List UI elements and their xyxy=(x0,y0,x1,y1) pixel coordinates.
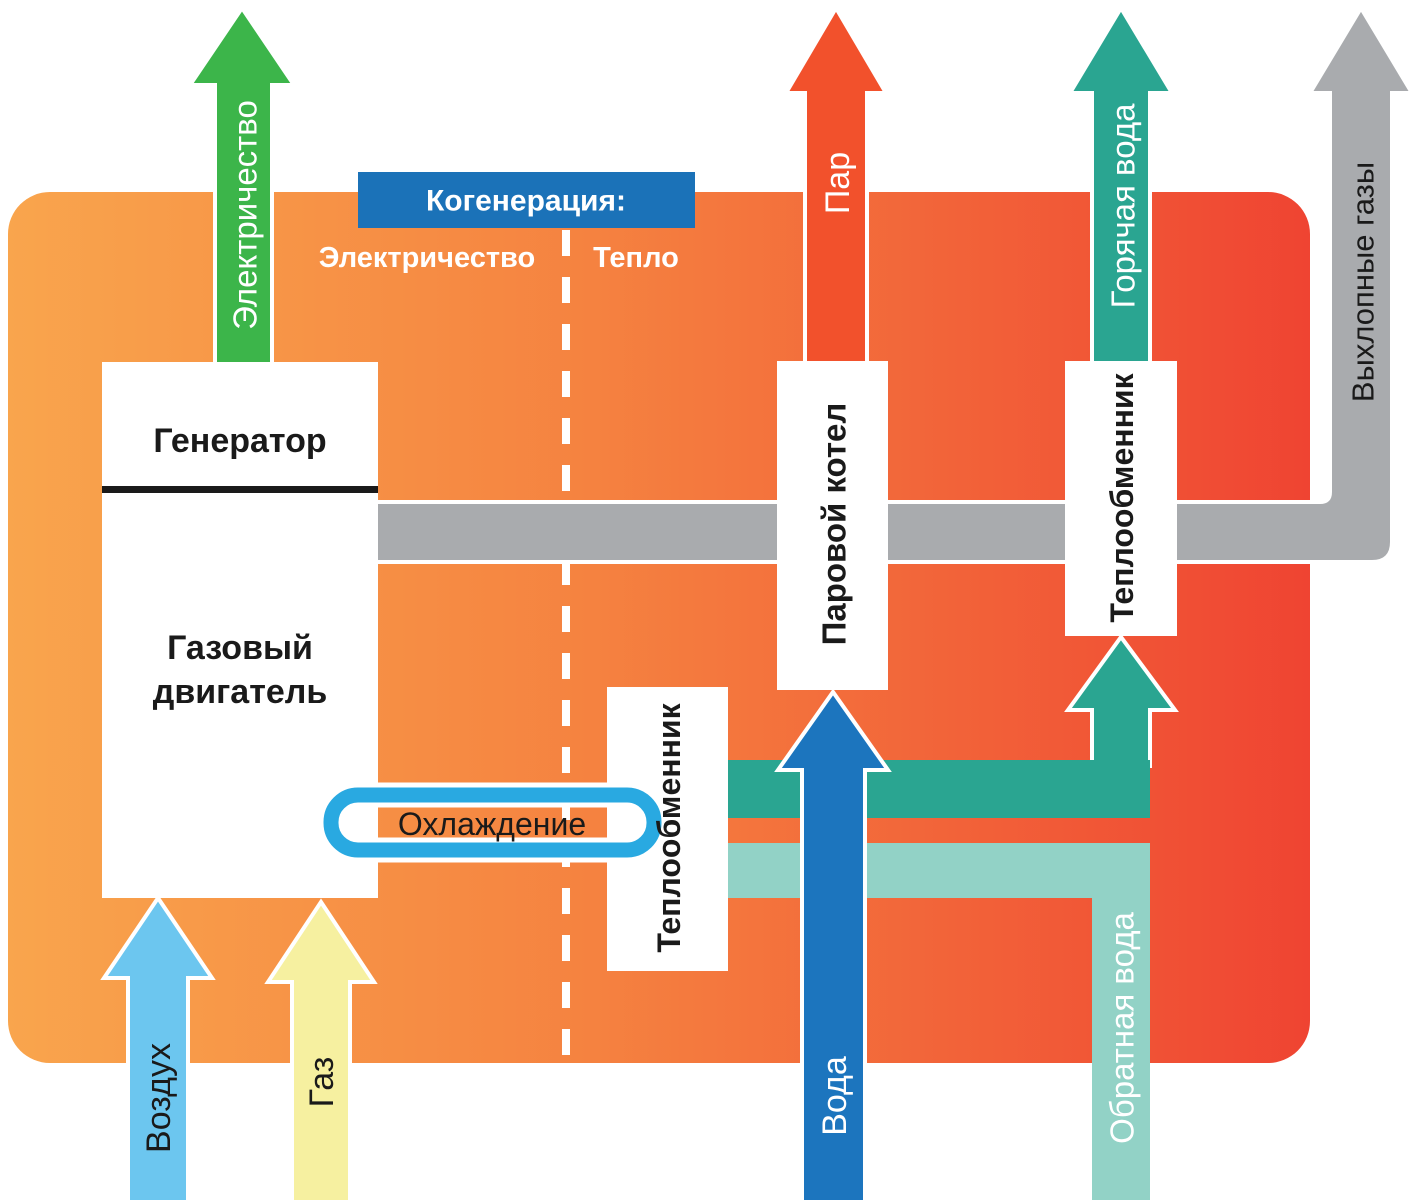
electricity-output-arrow xyxy=(186,4,298,370)
water-arrow-label: Вода xyxy=(816,1056,854,1136)
cogeneration-banner xyxy=(358,172,695,228)
exhaust-gas-flow-arrow xyxy=(366,4,1416,564)
return-water-band xyxy=(720,843,1150,1200)
steam-arrow-label: Пар xyxy=(819,152,857,214)
heat-exchanger-lower-box xyxy=(607,687,728,971)
gas-inlet-arrow xyxy=(264,898,378,1200)
cooling-pill-ring xyxy=(323,787,662,858)
air-arrow-label: Воздух xyxy=(140,1043,178,1153)
gas-engine-label-line2: двигатель xyxy=(153,673,328,711)
heat-exchanger-right-box xyxy=(1065,361,1177,636)
steam-output-arrow xyxy=(782,4,890,370)
air-inlet-arrow xyxy=(100,894,216,1200)
steam-boiler-box xyxy=(777,361,888,690)
gas-arrow-label: Газ xyxy=(303,1057,341,1108)
column-label-electricity: Электричество xyxy=(319,242,535,274)
gas-engine-label-line1: Газовый xyxy=(167,629,313,667)
generator-label: Генератор xyxy=(153,422,326,460)
return-water-label: Обратная вода xyxy=(1104,912,1141,1144)
water-inlet-arrow xyxy=(774,688,892,1200)
heat-exchanger-lower-label: Теплообменник xyxy=(651,702,687,952)
heat-exchanger-right-label: Теплообменник xyxy=(1104,372,1140,622)
hot-water-output-arrow xyxy=(1066,4,1176,370)
column-label-heat: Тепло xyxy=(593,242,679,274)
cooling-label: Охлаждение xyxy=(398,806,586,842)
heated-water-up-arrow xyxy=(1064,633,1179,768)
steam-boiler-label: Паровой котел xyxy=(816,403,853,646)
hot-water-arrow-label: Горячая вода xyxy=(1105,103,1142,308)
electricity-arrow-label: Электричество xyxy=(227,100,264,330)
generator-engine-divider xyxy=(102,486,378,493)
cogeneration-banner-label: Когенерация: xyxy=(426,185,626,218)
exhaust-arrow-label: Выхлопные газы xyxy=(1346,162,1381,402)
